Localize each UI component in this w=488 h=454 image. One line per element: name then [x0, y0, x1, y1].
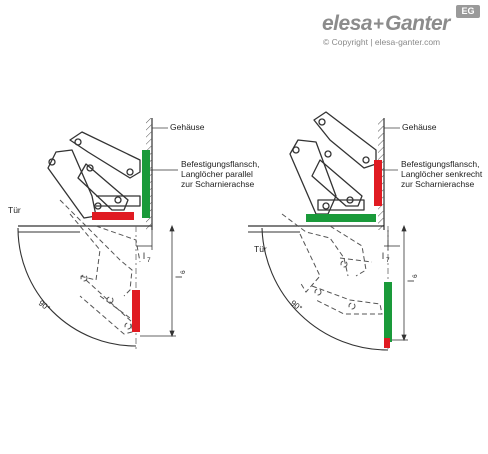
left-label-gehaeuse: Gehäuse	[170, 122, 205, 132]
left-linkage-open	[59, 199, 141, 335]
right-label-tuer: Tür	[254, 244, 267, 254]
right-label-flange-2: Langlöcher senkrecht	[401, 169, 483, 179]
svg-text:7: 7	[386, 257, 390, 264]
svg-text:7: 7	[147, 257, 151, 264]
right-label-angle: 90°	[289, 298, 304, 313]
left-label-flange-3: zur Scharnierachse	[181, 179, 255, 189]
brand-word-ganter: Ganter	[385, 12, 450, 35]
right-label-flange-3: zur Scharnierachse	[401, 179, 475, 189]
left-linkage-closed	[47, 131, 141, 219]
left-label-tuer: Tür	[8, 205, 21, 215]
left-swing-arc	[17, 227, 137, 347]
svg-text:l: l	[406, 280, 416, 282]
right-label-l7: l 7	[382, 251, 390, 264]
left-leader-lines	[150, 127, 178, 171]
right-green-flange-bottom	[384, 282, 392, 342]
right-dimension-lines	[384, 224, 408, 342]
right-leader-lines	[382, 127, 400, 171]
right-red-pad-bottom	[384, 338, 390, 348]
left-dimension-lines	[136, 224, 176, 338]
right-label-gehaeuse: Gehäuse	[402, 122, 437, 132]
right-linkage-open	[281, 213, 383, 315]
brand-word-elesa: elesa	[322, 12, 373, 35]
svg-text:l: l	[382, 251, 384, 261]
brand-badge: EG	[456, 5, 480, 18]
left-red-pad-bottom	[132, 290, 140, 332]
brand-logo: elesa + Ganter	[322, 12, 450, 36]
copyright-text: © Copyright | elesa-ganter.com	[323, 37, 441, 47]
left-green-flange	[142, 150, 150, 218]
right-green-flange-top	[306, 214, 376, 222]
svg-text:l: l	[174, 276, 184, 278]
left-label-l7: l 7	[143, 251, 151, 264]
right-swing-arc	[261, 227, 389, 351]
svg-text:l: l	[143, 251, 145, 261]
svg-text:6: 6	[180, 270, 187, 274]
svg-text:6: 6	[412, 274, 419, 278]
right-door-top	[248, 225, 384, 233]
left-label-flange-2: Langlöcher parallel	[181, 169, 253, 179]
left-label-l6: l 6	[174, 270, 187, 278]
right-label-flange-1: Befestigungsflansch,	[401, 159, 479, 169]
brand-plus: +	[373, 14, 385, 35]
left-diagram: Gehäuse Befestigungsflansch, Langlöcher …	[8, 118, 259, 350]
right-diagram: Gehäuse Befestigungsflansch, Langlöcher …	[248, 111, 483, 352]
left-label-flange-1: Befestigungsflansch,	[181, 159, 259, 169]
right-red-pad-top	[374, 160, 382, 206]
left-door-top	[18, 225, 152, 233]
right-linkage-closed	[289, 111, 377, 215]
left-label-angle: 90°	[37, 298, 52, 313]
right-label-l6: l 6	[406, 274, 419, 282]
left-red-pad-top	[92, 212, 134, 220]
